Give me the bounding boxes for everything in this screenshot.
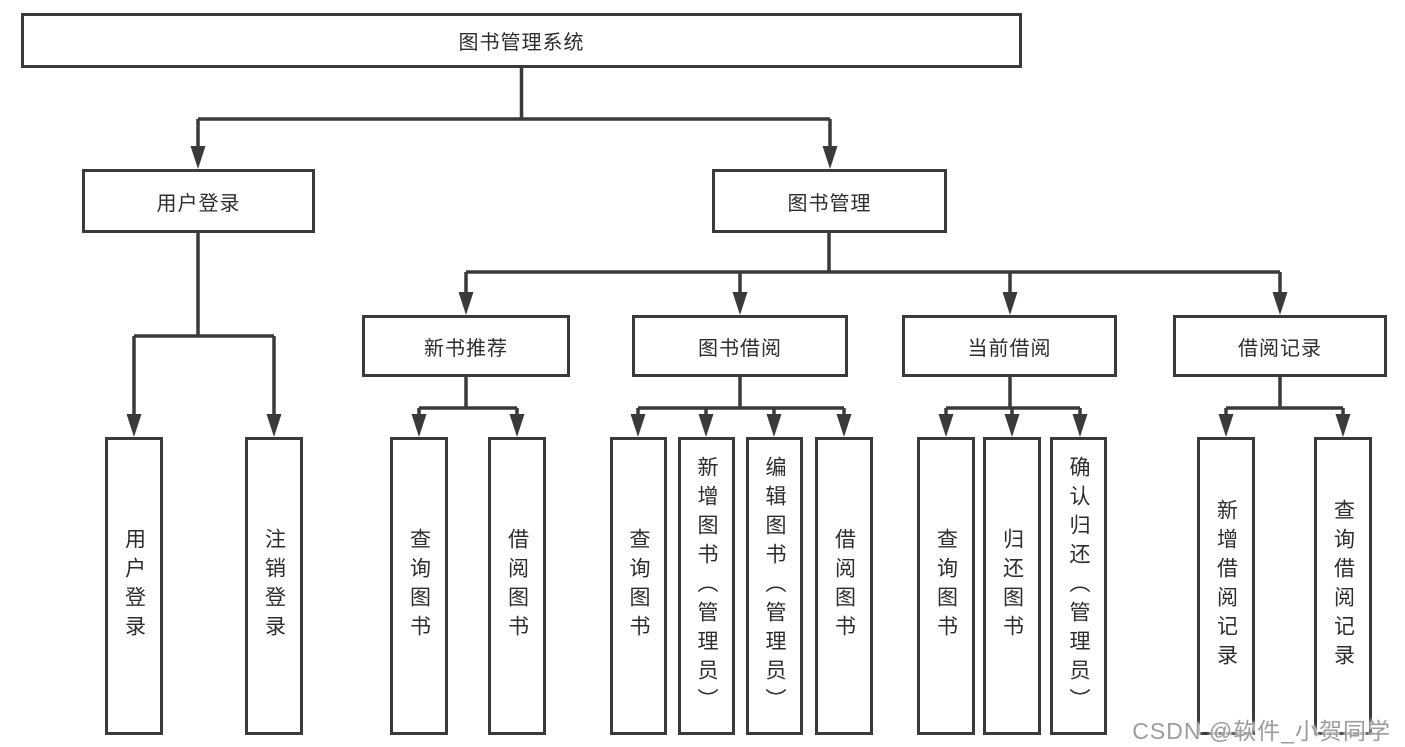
- node-book-borrow: 图书借阅: [632, 315, 848, 377]
- csdn-watermark: CSDN @软件_小贺同学: [1132, 718, 1391, 744]
- node-leaf-add-books-admin: 新增图书（管理员）: [678, 437, 735, 735]
- node-leaf-query-borrow-record: 查询借阅记录: [1314, 437, 1372, 735]
- node-leaf-logout: 注销登录: [245, 437, 303, 735]
- node-leaf-confirm-return-admin: 确认归还（管理员）: [1050, 437, 1107, 735]
- node-leaf-add-borrow-record: 新增借阅记录: [1197, 437, 1255, 735]
- node-leaf-return-books: 归还图书: [983, 437, 1041, 735]
- node-leaf-user-login: 用户登录: [105, 437, 163, 735]
- node-book-management: 图书管理: [712, 169, 947, 233]
- connector-user-login: [132, 233, 276, 418]
- node-leaf-edit-books-admin: 编辑图书（管理员）: [746, 437, 803, 735]
- node-leaf-borrow-books: 借阅图书: [815, 437, 873, 735]
- node-leaf-query-books-borrow: 查询图书: [610, 437, 667, 735]
- connector-book-management: [464, 233, 1282, 296]
- connector-root: [196, 68, 832, 150]
- node-user-login: 用户登录: [82, 169, 315, 233]
- node-library-system: 图书管理系统: [21, 13, 1022, 68]
- node-leaf-query-books-current: 查询图书: [917, 437, 975, 735]
- connector-current-borrow: [944, 377, 1082, 418]
- node-borrow-record: 借阅记录: [1173, 315, 1387, 377]
- connector-book-borrow: [636, 377, 846, 418]
- node-current-borrow: 当前借阅: [902, 315, 1117, 377]
- node-new-book-recommend: 新书推荐: [362, 315, 570, 377]
- node-leaf-borrow-books-recommend: 借阅图书: [488, 437, 546, 735]
- connector-borrow-record: [1224, 377, 1345, 418]
- connector-new-book-recommend: [417, 377, 519, 418]
- arrowheads: [126, 146, 1351, 437]
- node-leaf-query-books-recommend: 查询图书: [390, 437, 448, 735]
